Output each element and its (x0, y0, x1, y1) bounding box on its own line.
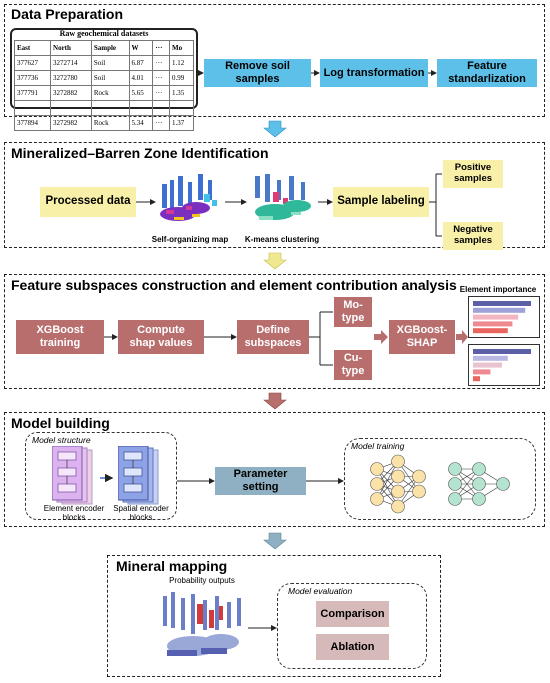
section-title: Mineral mapping (116, 558, 228, 574)
nn-node (391, 484, 405, 499)
importance-bar (473, 362, 502, 368)
subspaces-bracket (309, 311, 333, 366)
table-cell: 377894 (13, 115, 52, 131)
spatial-encoder-label: Spatial encoder blocks (113, 504, 169, 522)
neural-network-icon (370, 454, 426, 514)
model-training-frame (344, 438, 536, 520)
kmeans-label: K-means clustering (244, 235, 320, 244)
section-title: Mineralized–Barren Zone Identification (11, 145, 269, 161)
compute-shap-box: Compute shap values (118, 320, 204, 354)
raw-table-title: Raw geochemical datasets (59, 29, 149, 38)
nn-node (370, 492, 384, 506)
down-arrow-icon (263, 252, 287, 270)
table-cell: 1.37 (169, 115, 194, 131)
section-title: Data Preparation (11, 6, 124, 22)
ablation-box: Ablation (316, 634, 389, 660)
importance-bar (473, 349, 531, 354)
labeling-bracket (429, 173, 442, 237)
section-data-preparation (4, 4, 545, 117)
importance-bar (473, 355, 508, 361)
down-arrow-icon (263, 532, 287, 550)
importance-bar (473, 369, 491, 375)
section-mineral-mapping (107, 555, 441, 677)
table-cell: 5.34 (128, 115, 154, 131)
nn-node (370, 477, 384, 491)
xgboost-shap-box: XGBoost-SHAP (389, 320, 455, 354)
element-importance-title: Element importance (459, 285, 537, 294)
nn-node (412, 484, 426, 499)
nn-node (370, 462, 384, 476)
importance-bar (473, 328, 508, 334)
som-label: Self-organizing map (151, 235, 229, 244)
importance-bars-bottom (473, 349, 531, 382)
som-image (156, 170, 224, 232)
nn-node (448, 462, 462, 476)
table-cell: 3272982 (50, 115, 92, 131)
spatial-encoder-stack (117, 445, 162, 506)
comparison-box: Comparison (316, 601, 389, 627)
importance-bars-top (473, 301, 531, 334)
right-arrow-icon (374, 330, 388, 344)
down-arrow-icon (263, 120, 287, 138)
nn-node (472, 477, 486, 491)
mo-type-box: Mo-type (334, 297, 372, 327)
define-subspaces-box: Define subspaces (237, 320, 309, 354)
parameter-setting-box: Parameter setting (215, 467, 306, 495)
kmeans-image (247, 170, 317, 232)
nn-node (472, 492, 486, 506)
xgboost-training-box: XGBoost training (16, 320, 104, 354)
step-log-transform: Log transformation (320, 59, 428, 87)
cu-type-box: Cu-type (334, 350, 372, 380)
importance-bar (473, 321, 513, 327)
section-title: Model building (11, 415, 110, 431)
right-arrow-icon (456, 330, 468, 344)
section-feature-subspaces (4, 274, 545, 389)
section-model-building (4, 412, 545, 527)
step-remove-soil: Remove soil samples (204, 59, 311, 87)
table-row: ·················· (13, 100, 194, 116)
element-encoder-label: Element encoder blocks (43, 504, 105, 522)
nn-node (496, 477, 510, 491)
nn-node (448, 492, 462, 506)
sample-labeling-box: Sample labeling (333, 187, 429, 217)
nn-node (412, 469, 426, 484)
importance-bar (473, 376, 480, 382)
nn-node (448, 477, 462, 491)
down-arrow-icon (263, 392, 287, 410)
nn-edge (376, 461, 399, 500)
positive-samples-box: Positive samples (443, 160, 503, 188)
step-feature-standardization: Feature standarlization (437, 59, 537, 87)
element-encoder-stack (51, 445, 96, 506)
section-zone-identification (4, 142, 545, 248)
probability-map-image (157, 588, 247, 666)
model-structure-frame (25, 432, 177, 520)
nn-node (472, 462, 486, 476)
model-evaluation-frame (277, 583, 427, 669)
section-title: Feature subspaces construction and eleme… (11, 277, 457, 293)
model-evaluation-label: Model evaluation (288, 586, 353, 596)
importance-bar (473, 314, 519, 320)
model-structure-label: Model structure (32, 435, 91, 445)
importance-bar (473, 307, 526, 313)
neural-network-icon (448, 462, 510, 506)
processed-data-box: Processed data (40, 187, 136, 217)
importance-bar (473, 301, 531, 306)
model-training-label: Model training (351, 441, 405, 451)
nn-node (391, 454, 405, 469)
nn-node (391, 469, 405, 484)
negative-samples-box: Negative samples (443, 222, 503, 250)
nn-node (391, 499, 405, 514)
probability-outputs-label: Probability outputs (169, 576, 235, 585)
